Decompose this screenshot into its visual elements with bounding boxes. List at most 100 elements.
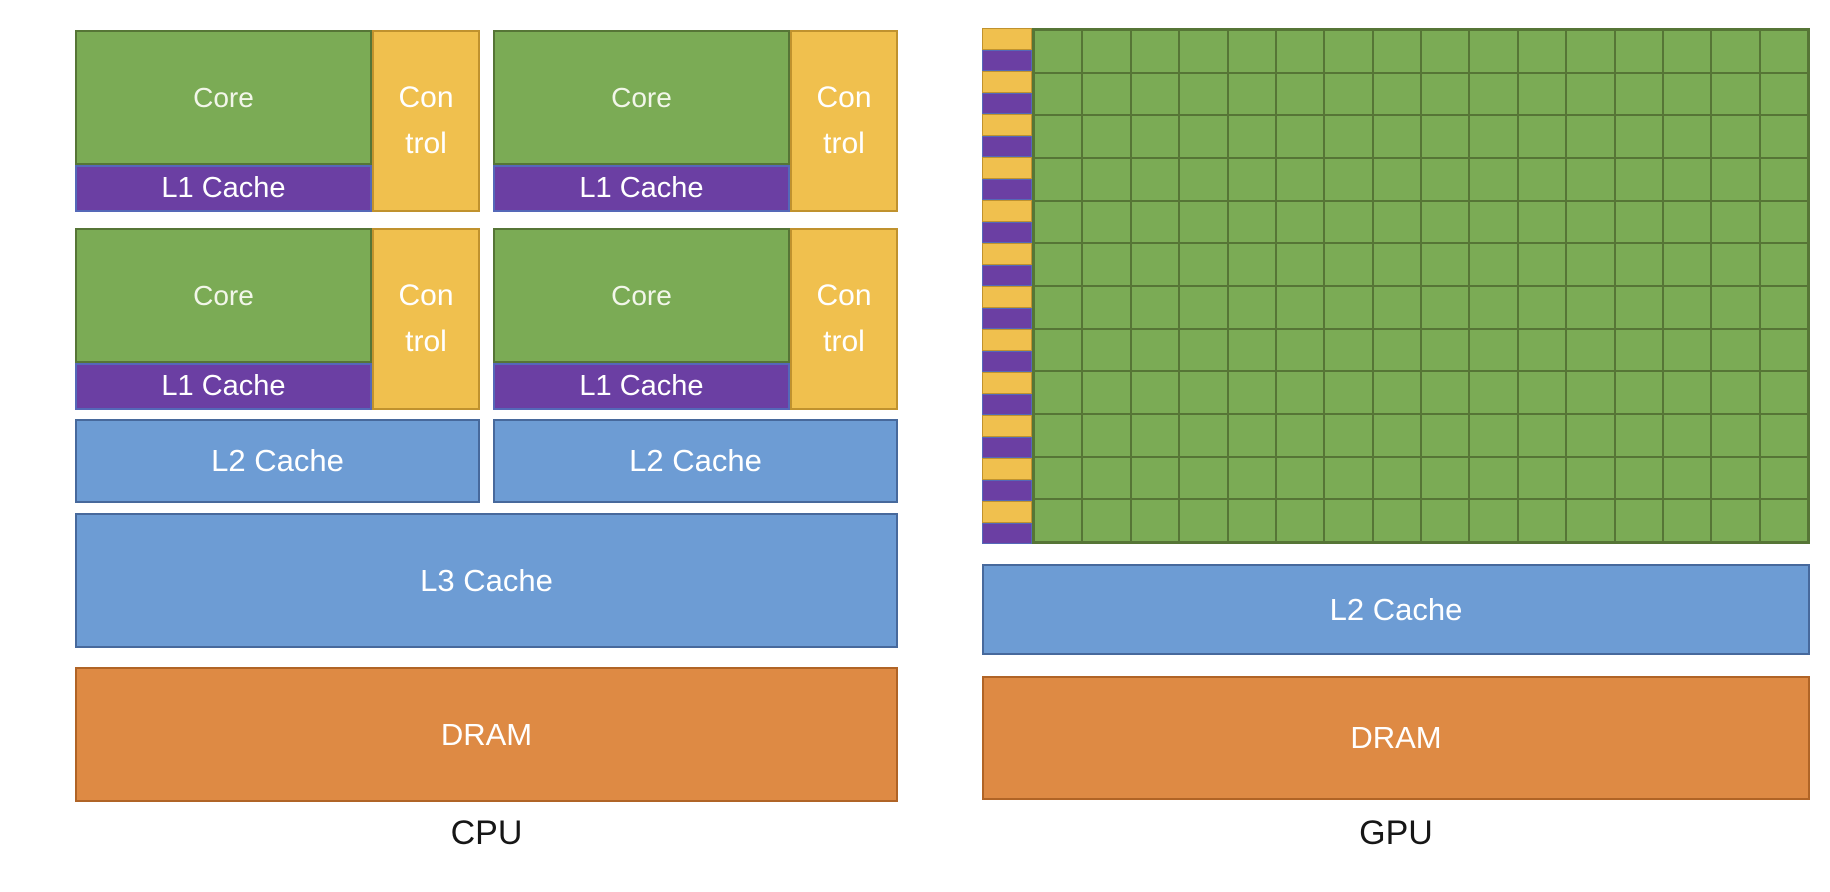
cpu-control-block: Con trol [790, 228, 898, 410]
gpu-core-cell [1759, 414, 1808, 457]
gpu-core-cell [1759, 456, 1808, 500]
gpu-core-cell [1421, 115, 1470, 158]
gpu-core-cell [1711, 200, 1760, 244]
gpu-core-cell [1614, 200, 1663, 244]
gpu-core-cell [1662, 30, 1712, 73]
gpu-core-cell [1662, 72, 1712, 116]
gpu-core-cell [1324, 30, 1373, 73]
gpu-l1-cache-cell [982, 350, 1032, 372]
gpu-core-cell [1179, 414, 1228, 457]
gpu-core-cell [1179, 30, 1228, 73]
gpu-core-cell [1614, 243, 1663, 286]
gpu-core-cell [1227, 115, 1276, 158]
gpu-control-cell [982, 243, 1032, 265]
cpu-control-label-line2: trol [405, 325, 447, 358]
cpu-l2-cache-label: L2 Cache [629, 443, 762, 478]
gpu-control-cell [982, 329, 1032, 351]
gpu-core-cell [1372, 243, 1421, 286]
gpu-core-cell [1517, 286, 1567, 329]
gpu-core-cell [1227, 328, 1276, 372]
gpu-core-cell [1130, 30, 1180, 73]
gpu-core-cell [1469, 30, 1518, 73]
gpu-core-cell [1517, 499, 1567, 542]
gpu-core-cell [1324, 371, 1373, 414]
gpu-core-cell [1034, 72, 1083, 116]
gpu-control-cell [982, 501, 1032, 523]
gpu-core-cell [1130, 243, 1180, 286]
gpu-core-cell [1324, 328, 1373, 372]
gpu-core-cell [1324, 286, 1373, 329]
gpu-core-cell [1566, 286, 1615, 329]
cpu-core-unit-4: Core L1 Cache Con trol [493, 228, 898, 410]
gpu-core-cell [1082, 456, 1131, 500]
gpu-core-cell [1759, 243, 1808, 286]
gpu-core-cell [1662, 328, 1712, 372]
gpu-core-cell [1421, 200, 1470, 244]
gpu-core-cell [1517, 115, 1567, 158]
gpu-core-cell [1662, 115, 1712, 158]
gpu-core-cell [1372, 414, 1421, 457]
gpu-core-cell [1227, 499, 1276, 542]
gpu-core-cell [1034, 371, 1083, 414]
cpu-core-block: Core [75, 228, 372, 363]
cpu-core-block: Core [75, 30, 372, 165]
gpu-core-cell [1421, 72, 1470, 116]
gpu-core-cell [1372, 456, 1421, 500]
gpu-core-cell [1662, 158, 1712, 201]
gpu-l1-cache-cell [982, 178, 1032, 200]
gpu-core-cell [1275, 371, 1325, 414]
gpu-control-cell [982, 286, 1032, 308]
gpu-core-cell [1372, 200, 1421, 244]
gpu-core-cell [1227, 200, 1276, 244]
gpu-core-cell [1372, 72, 1421, 116]
gpu-core-array [982, 28, 1810, 544]
gpu-core-cell [1421, 371, 1470, 414]
gpu-core-cell [1566, 371, 1615, 414]
gpu-section-label: GPU [982, 812, 1810, 854]
cpu-l1-cache-block: L1 Cache [75, 363, 372, 410]
gpu-core-cell [1711, 328, 1760, 372]
gpu-control-cell [982, 458, 1032, 480]
gpu-core-cell [1566, 115, 1615, 158]
gpu-core-cell [1662, 414, 1712, 457]
gpu-core-cell [1130, 328, 1180, 372]
gpu-core-cell [1275, 286, 1325, 329]
gpu-core-cell [1034, 115, 1083, 158]
gpu-core-cell [1179, 456, 1228, 500]
gpu-core-cell [1517, 30, 1567, 73]
cpu-core-label: Core [193, 81, 254, 113]
gpu-core-cell [1324, 72, 1373, 116]
cpu-l1-cache-block: L1 Cache [75, 165, 372, 212]
gpu-l1-cache-cell [982, 436, 1032, 458]
gpu-control-cell [982, 71, 1032, 93]
gpu-l1-cache-cell [982, 307, 1032, 329]
cpu-core-block: Core [493, 228, 790, 363]
gpu-core-cell [1711, 371, 1760, 414]
gpu-core-cell [1614, 286, 1663, 329]
gpu-core-cell [1227, 158, 1276, 201]
gpu-core-cell [1517, 158, 1567, 201]
cpu-control-block: Con trol [372, 228, 480, 410]
gpu-core-cell [1711, 115, 1760, 158]
gpu-core-cell [1372, 286, 1421, 329]
gpu-core-cell [1759, 499, 1808, 542]
gpu-core-cell [1711, 158, 1760, 201]
gpu-core-cell [1372, 371, 1421, 414]
gpu-core-cell [1372, 499, 1421, 542]
gpu-core-cell [1469, 115, 1518, 158]
gpu-core-cell [1034, 286, 1083, 329]
gpu-core-cell [1566, 499, 1615, 542]
cpu-core-unit-3: Core L1 Cache Con trol [75, 228, 480, 410]
gpu-core-cell [1566, 158, 1615, 201]
gpu-core-cell [1469, 456, 1518, 500]
gpu-core-cell [1275, 72, 1325, 116]
gpu-core-cell [1179, 286, 1228, 329]
gpu-core-cell [1469, 499, 1518, 542]
gpu-core-cell [1662, 286, 1712, 329]
gpu-core-cell [1614, 115, 1663, 158]
gpu-core-cell [1324, 456, 1373, 500]
gpu-control-cell [982, 200, 1032, 222]
gpu-core-cell [1082, 243, 1131, 286]
gpu-core-cell [1372, 328, 1421, 372]
gpu-core-cell [1566, 72, 1615, 116]
